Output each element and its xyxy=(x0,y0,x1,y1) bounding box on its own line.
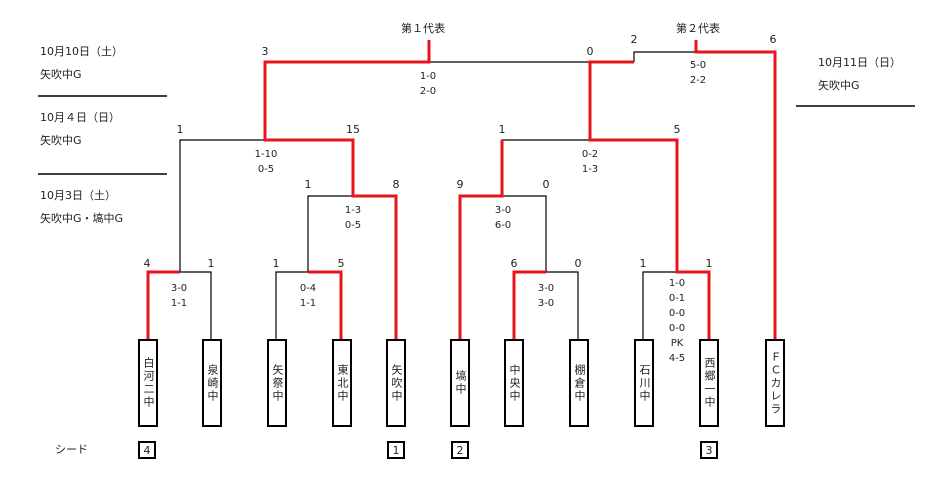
seed-label: シード xyxy=(55,443,88,456)
team-box: 塙中 xyxy=(450,339,470,427)
half-score: 2-0 xyxy=(419,86,437,97)
team-box: ＦＣカレラ xyxy=(765,339,785,427)
half-score: 0-0 xyxy=(668,323,686,334)
team-score: 4 xyxy=(143,257,151,270)
team-score: 1 xyxy=(176,123,184,136)
team-score: 15 xyxy=(346,123,360,136)
team-box: 矢吹中 xyxy=(386,339,406,427)
half-scores: 1-3 0-5 xyxy=(345,203,361,233)
seed-badge: 1 xyxy=(387,441,405,459)
team-box: 中央中 xyxy=(504,339,524,427)
half-scores: 1-10 0-5 xyxy=(255,147,278,177)
team-score: 5 xyxy=(673,123,681,136)
half-scores: 5-0 2-2 xyxy=(690,58,706,88)
date-label: 10月４日（日） xyxy=(40,111,120,124)
team-score: 1 xyxy=(304,178,312,191)
team-score: 5 xyxy=(337,257,345,270)
half-score: 6-0 xyxy=(494,220,512,231)
half-score: 3-0 xyxy=(537,283,555,294)
team-box: 石川中 xyxy=(634,339,654,427)
half-scores: 3-0 6-0 xyxy=(495,203,511,233)
half-score: 1-1 xyxy=(299,298,317,309)
venue-label: 矢吹中G xyxy=(818,79,860,92)
date-label: 10月10日（土） xyxy=(40,45,123,58)
half-score: 0-4 xyxy=(299,283,317,294)
team-box: 棚倉中 xyxy=(569,339,589,427)
team-box: 西郷一中 xyxy=(699,339,719,427)
team-score: 3 xyxy=(261,45,269,58)
team-score: 0 xyxy=(574,257,582,270)
team-score: 1 xyxy=(705,257,713,270)
half-scores: 3-0 3-0 xyxy=(538,281,554,311)
half-score: 1-3 xyxy=(581,164,599,175)
date-dividers xyxy=(38,95,915,175)
half-score: 0-0 xyxy=(668,308,686,319)
winner-paths xyxy=(146,40,777,340)
half-score: 0-2 xyxy=(581,149,599,160)
half-score: 3-0 xyxy=(494,205,512,216)
seed-badge: 4 xyxy=(138,441,156,459)
half-score: 1-3 xyxy=(344,205,362,216)
half-score: 3-0 xyxy=(537,298,555,309)
rep-label-1: 第１代表 xyxy=(401,22,445,35)
half-score: 0-5 xyxy=(257,164,275,175)
half-score: 2-2 xyxy=(689,75,707,86)
half-score: PK xyxy=(670,338,684,349)
team-box: 白河二中 xyxy=(138,339,158,427)
half-scores: 1-0 2-0 xyxy=(420,69,436,99)
team-box: 矢祭中 xyxy=(267,339,287,427)
half-score: 5-0 xyxy=(689,60,707,71)
loser-paths xyxy=(179,51,696,340)
team-score: 6 xyxy=(510,257,518,270)
half-score: 0-5 xyxy=(344,220,362,231)
venue-label: 矢吹中G・塙中G xyxy=(40,212,124,225)
team-score: 6 xyxy=(769,33,777,46)
team-box: 東北中 xyxy=(332,339,352,427)
team-score: 0 xyxy=(542,178,550,191)
seed-badge: 2 xyxy=(451,441,469,459)
half-score: 1-10 xyxy=(254,149,278,160)
team-score: 9 xyxy=(456,178,464,191)
venue-label: 矢吹中G xyxy=(40,68,82,81)
half-scores: 0-4 1-1 xyxy=(300,281,316,311)
date-label: 10月11日（日） xyxy=(818,56,901,69)
team-score: 1 xyxy=(639,257,647,270)
half-scores: 1-0 0-1 0-0 0-0 PK 4-5 xyxy=(669,276,685,366)
team-score: 0 xyxy=(586,45,594,58)
team-score: 1 xyxy=(272,257,280,270)
team-score: 2 xyxy=(630,33,638,46)
venue-label: 矢吹中G xyxy=(40,134,82,147)
team-score: 8 xyxy=(392,178,400,191)
team-score: 1 xyxy=(498,123,506,136)
half-score: 0-1 xyxy=(668,293,686,304)
half-score: 1-0 xyxy=(668,278,686,289)
rep-label-2: 第２代表 xyxy=(676,22,720,35)
half-score: 4-5 xyxy=(668,353,686,364)
team-score: 1 xyxy=(207,257,215,270)
seed-badge: 3 xyxy=(700,441,718,459)
half-scores: 3-0 1-1 xyxy=(171,281,187,311)
half-score: 1-1 xyxy=(170,298,188,309)
date-label: 10月3日（土） xyxy=(40,189,116,202)
half-scores: 0-2 1-3 xyxy=(582,147,598,177)
half-score: 3-0 xyxy=(170,283,188,294)
team-box: 泉崎中 xyxy=(202,339,222,427)
half-score: 1-0 xyxy=(419,71,437,82)
